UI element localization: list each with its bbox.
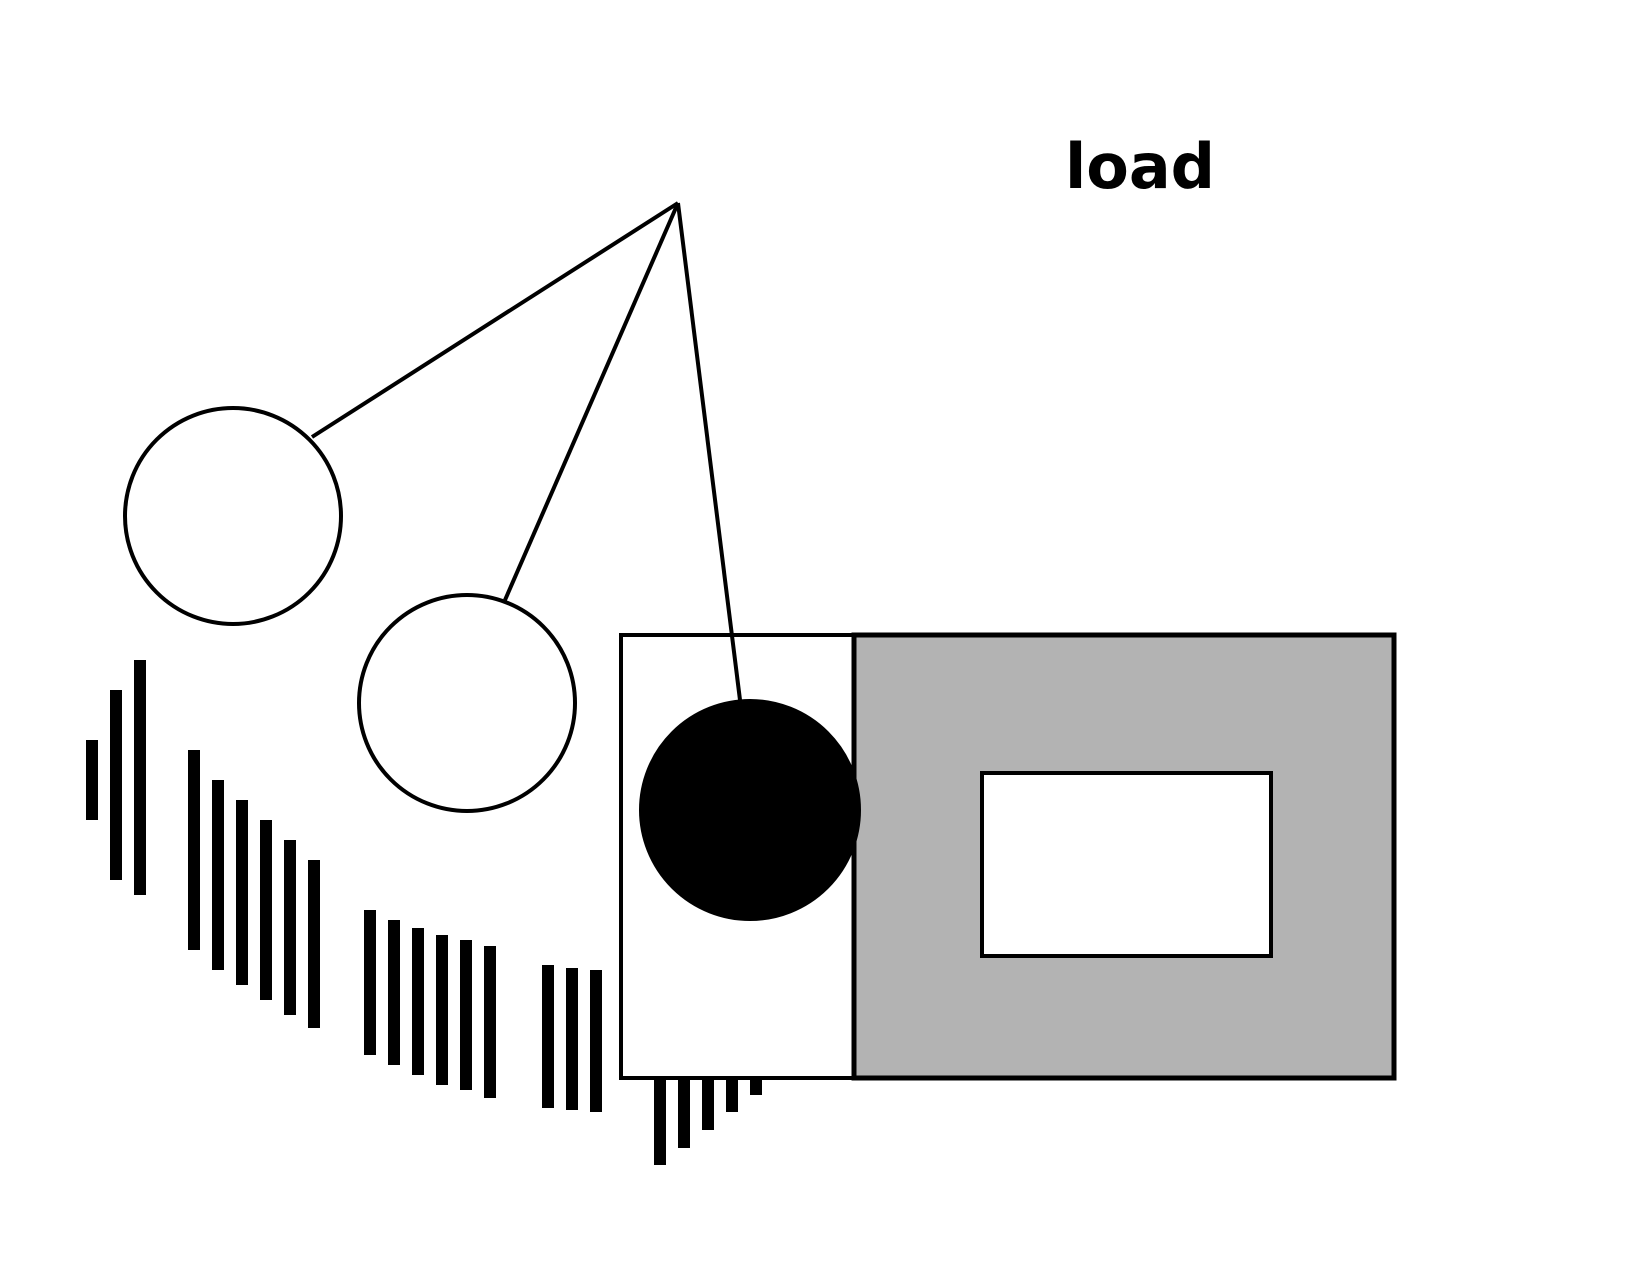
load-label: load [1065, 130, 1215, 203]
trail-stripe [284, 840, 296, 1015]
trail-stripe [542, 965, 554, 1108]
ball-empty-1 [123, 406, 343, 626]
trail-stripe [212, 780, 224, 970]
trail-stripe [308, 860, 320, 1028]
trail-stripe [110, 690, 122, 880]
trail-stripe [566, 968, 578, 1110]
block-window [980, 771, 1273, 958]
trail-stripe [484, 946, 496, 1098]
ball-filled [639, 699, 861, 921]
tether-line-1 [310, 201, 680, 439]
trail-stripe [412, 928, 424, 1075]
trail-stripe [388, 920, 400, 1065]
tether-line-3 [676, 202, 742, 701]
trail-stripe [436, 935, 448, 1085]
ball-empty-2 [357, 593, 577, 813]
trail-stripe [260, 820, 272, 1000]
trail-stripe [236, 800, 248, 985]
trail-stripe [86, 740, 98, 820]
trail-stripe [134, 660, 146, 895]
trail-stripe [590, 970, 602, 1112]
trail-stripe [460, 940, 472, 1090]
trail-stripe [188, 750, 200, 950]
tether-line-2 [503, 202, 680, 601]
trail-stripe [364, 910, 376, 1055]
